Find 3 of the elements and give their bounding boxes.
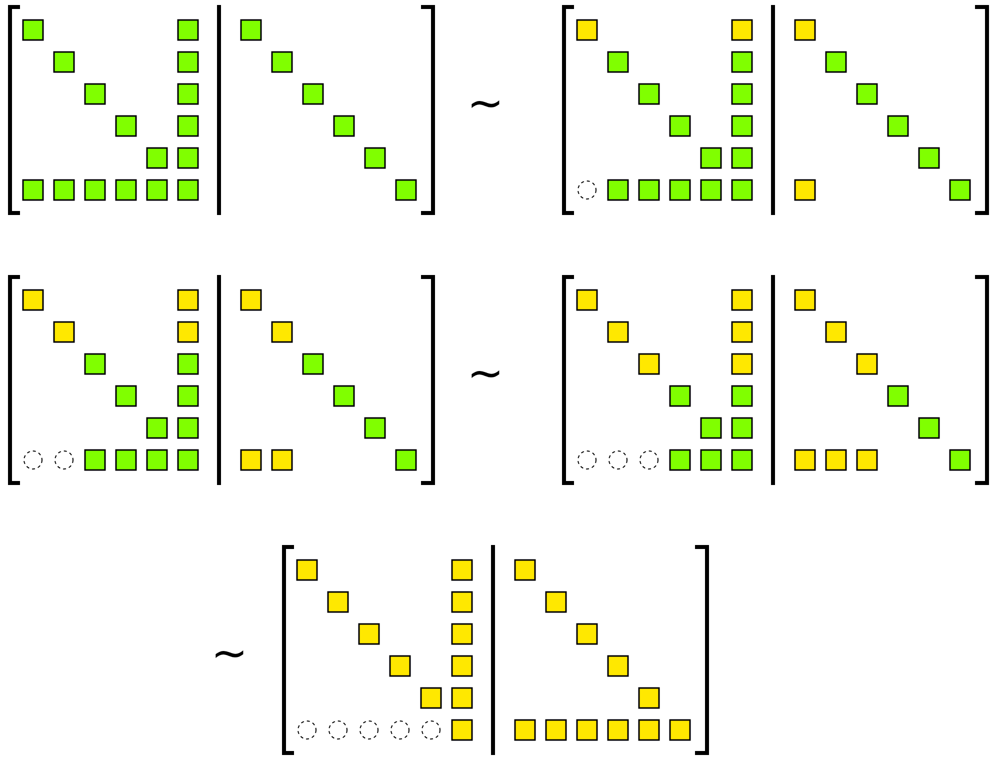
equivalence-sign: ∼ [467,82,504,126]
equivalence-sign: ∼ [467,352,504,396]
equivalence-sign: ∼ [211,632,248,676]
